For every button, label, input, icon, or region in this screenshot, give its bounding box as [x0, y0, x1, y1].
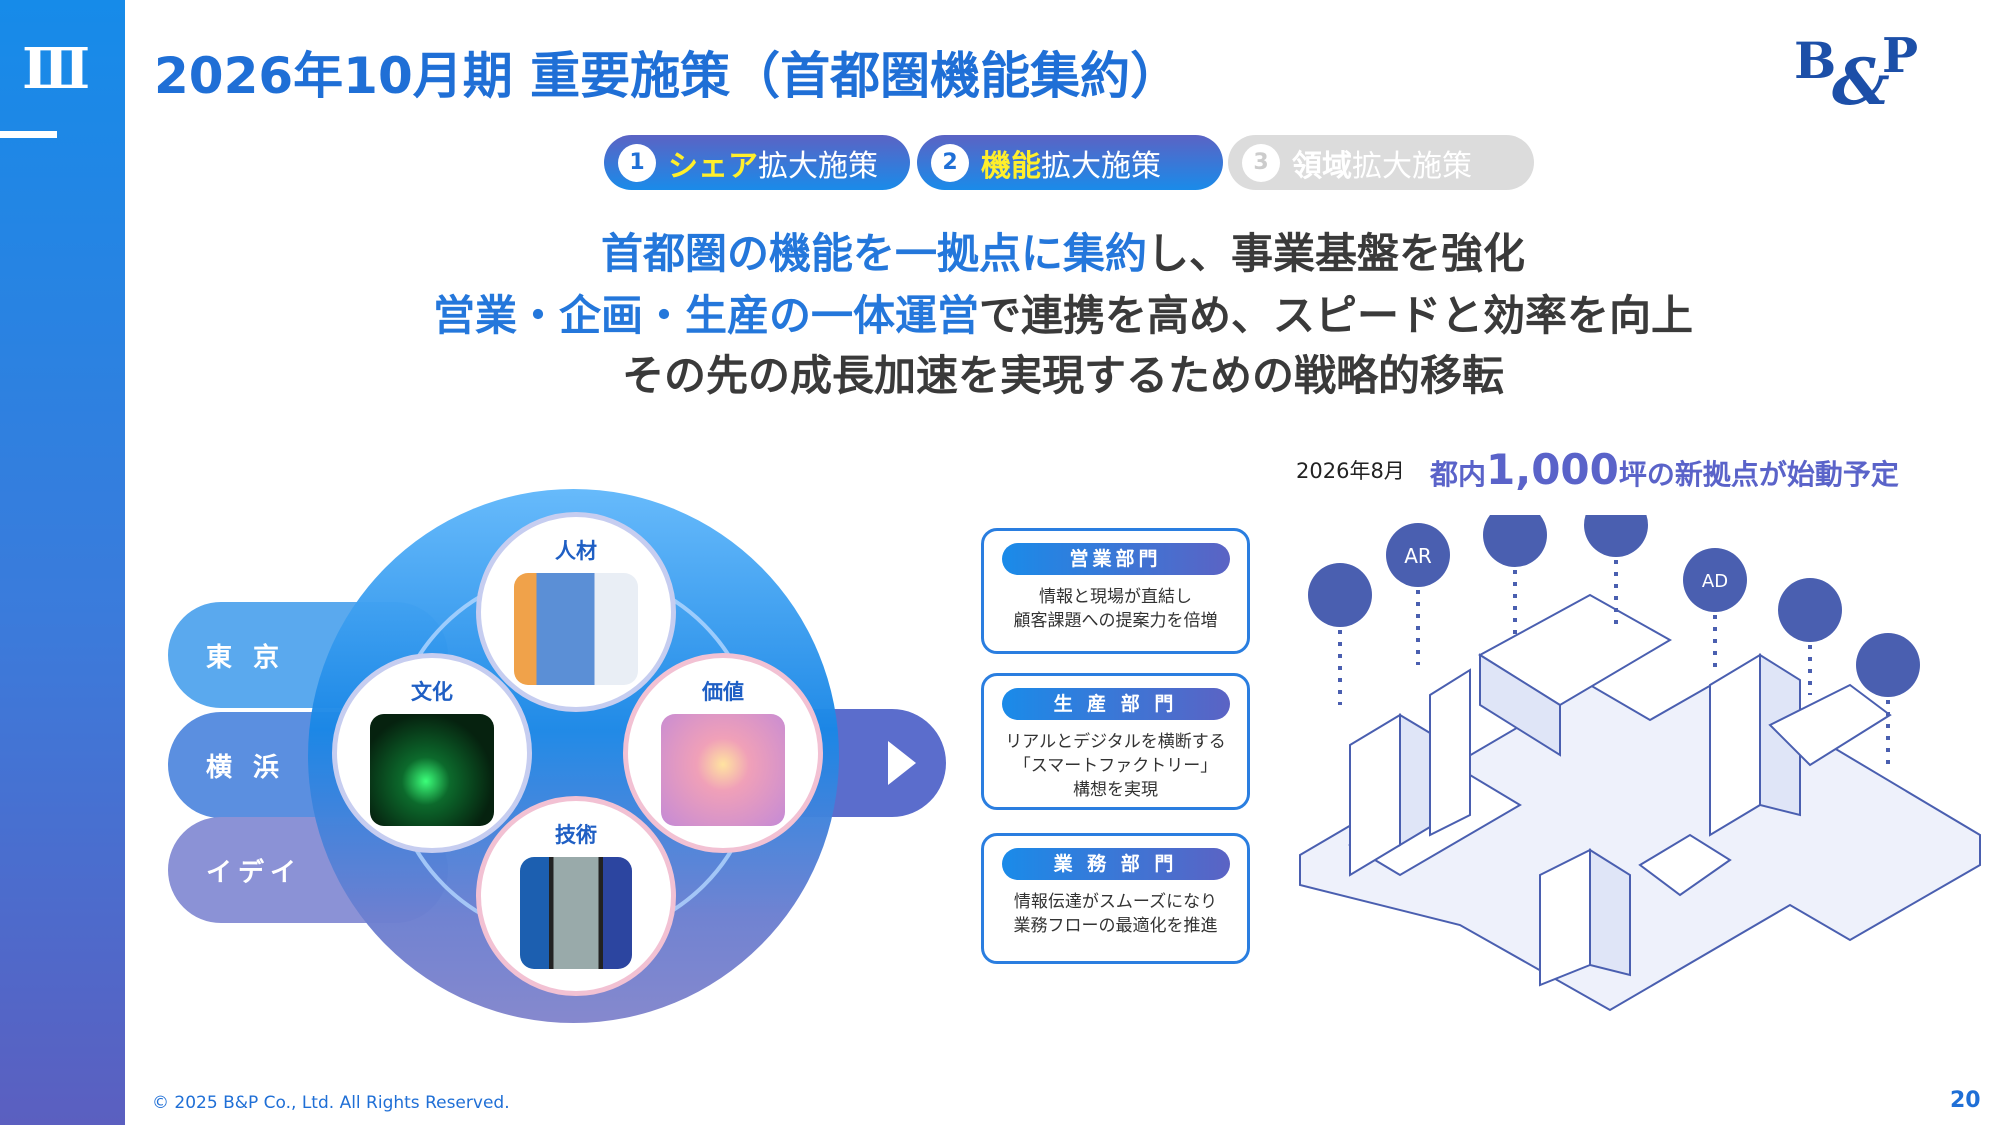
tshirt-icon	[1856, 633, 1920, 697]
headline-line-2: 営業・企画・生産の一体運営で連携を高め、スピードと効率を向上	[432, 291, 1694, 340]
dept-text: 構想を実現	[1073, 780, 1158, 800]
dept-text: 顧客課題への提案力を倍増	[1013, 611, 1218, 631]
pillar-technology: 技術	[476, 796, 676, 996]
tab-label: 拡大施策	[1352, 148, 1472, 184]
section-marker	[0, 131, 57, 138]
tab-domain-expansion[interactable]: 3 領域拡大施策	[1228, 135, 1534, 190]
dept-text: 情報伝達がスムーズになり	[1013, 892, 1218, 912]
page-number: 20	[1950, 1088, 1981, 1113]
tab-label: 拡大施策	[758, 148, 878, 184]
tab-function-expansion[interactable]: 2 機能拡大施策	[917, 135, 1223, 190]
step-number: 3	[1242, 143, 1280, 182]
analytics-icon	[1778, 578, 1842, 642]
dept-card-operations: 業 務 部 門 情報伝達がスムーズになり 業務フローの最適化を推進	[981, 833, 1250, 964]
copyright: © 2025 B&P Co., Ltd. All Rights Reserved…	[152, 1093, 510, 1113]
dept-text: 情報と現場が直結し	[1039, 587, 1192, 607]
launch-date: 2026年8月	[1296, 459, 1405, 483]
new-base-announcement: 都内1,000坪の新拠点が始動予定	[1430, 445, 1899, 494]
dept-text: リアルとデジタルを横断する	[1005, 732, 1226, 752]
pillar-label: 価値	[702, 680, 744, 704]
company-logo: B & P	[1794, 28, 1918, 110]
tab-highlight: シェア	[668, 148, 758, 184]
dept-text: 業務フローの最適化を推進	[1013, 916, 1218, 936]
tab-share-expansion[interactable]: 1 シェア拡大施策	[604, 135, 910, 190]
pillar-value: 価値	[623, 653, 823, 853]
step-number: 1	[618, 143, 656, 182]
ad-signage-icon	[1683, 548, 1747, 612]
tab-label: 拡大施策	[1041, 148, 1161, 184]
lightbulb-photo	[661, 714, 785, 826]
pillar-talent: 人材	[476, 512, 676, 712]
svg-text:B: B	[1794, 31, 1836, 90]
smart-city-illustration: AR AD	[1299, 515, 1981, 1012]
step-number: 2	[931, 143, 969, 182]
tab-highlight: 機能	[981, 148, 1041, 184]
network-map-photo	[370, 714, 494, 826]
people-photo	[514, 573, 638, 685]
dept-title: 生 産 部 門	[1001, 688, 1230, 720]
pillar-label: 文化	[411, 680, 453, 704]
headline-line-1: 首都圏の機能を一拠点に集約し、事業基盤を強化	[600, 229, 1526, 278]
section-number: Ⅲ	[22, 36, 91, 102]
store-icon	[1308, 563, 1372, 627]
dept-title: 業 務 部 門	[1001, 848, 1230, 880]
svg-text:P: P	[1882, 28, 1918, 84]
dept-card-production: 生 産 部 門 リアルとデジタルを横断する 「スマートファクトリー」 構想を実現	[981, 673, 1250, 810]
section-sidebar	[0, 0, 125, 1125]
tab-highlight: 領域	[1292, 148, 1352, 184]
page-title: 2026年10月期 重要施策（首都圏機能集約）	[154, 47, 1181, 105]
play-arrow-icon	[888, 741, 916, 785]
pillar-culture: 文化	[332, 653, 532, 853]
headline-line-3: その先の成長加速を実現するための戦略的移転	[621, 351, 1504, 400]
smartphone-photo	[520, 857, 632, 969]
packages-icon	[1483, 515, 1547, 567]
ar-label: AR	[1404, 544, 1432, 568]
factory-icon	[1584, 515, 1648, 557]
connection-lines	[1338, 560, 1890, 765]
ad-label: AD	[1702, 571, 1728, 592]
city-icons	[1308, 515, 1920, 697]
pillar-label: 技術	[555, 823, 597, 847]
dept-text: 「スマートファクトリー」	[1013, 756, 1218, 776]
ar-icon	[1386, 523, 1450, 587]
dept-title: 営業部門	[1001, 543, 1230, 575]
dept-card-sales: 営業部門 情報と現場が直結し 顧客課題への提案力を倍増	[981, 528, 1250, 654]
svg-text:&: &	[1832, 45, 1890, 110]
pillar-label: 人材	[555, 539, 597, 563]
